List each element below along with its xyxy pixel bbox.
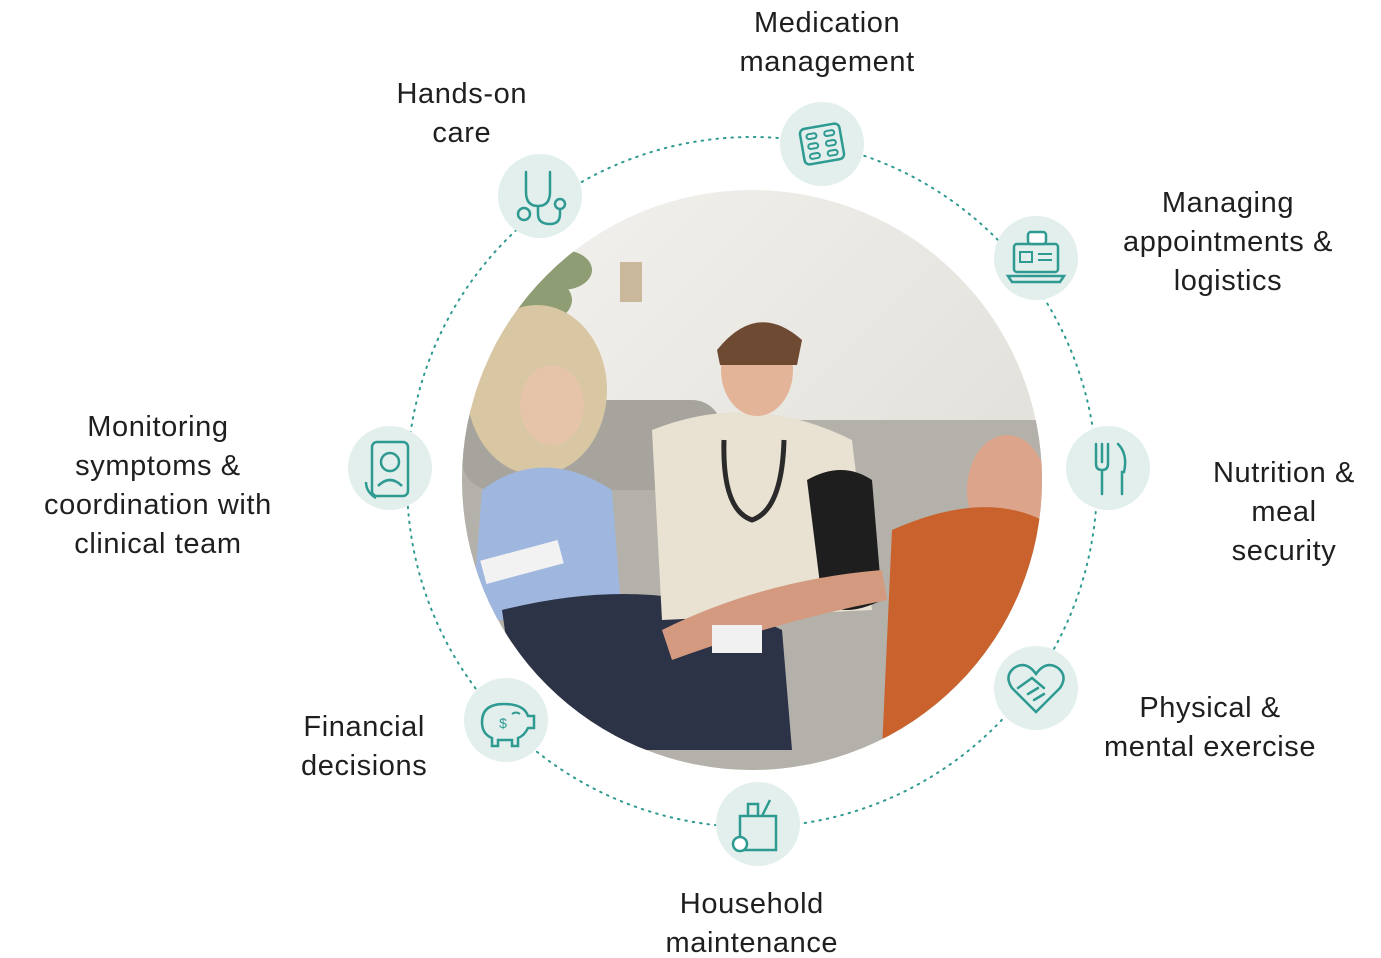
svg-text:$: $: [499, 715, 507, 731]
label-exercise: Physical & mental exercise: [1104, 689, 1316, 767]
label-line: management: [739, 46, 915, 78]
label-financial: Financial decisions: [301, 708, 427, 786]
label-nutrition: Nutrition & meal security: [1213, 454, 1355, 571]
label-line: security: [1231, 535, 1337, 567]
label-appointments: Managing appointments & logistics: [1123, 184, 1333, 301]
label-medication: Medication management: [740, 4, 915, 82]
label-line: appointments &: [1123, 226, 1333, 258]
label-handson: Hands-on care: [397, 75, 528, 153]
label-line: Physical &: [1139, 692, 1281, 724]
label-line: symptoms &: [75, 450, 241, 482]
phone-video-call-icon: [346, 424, 434, 512]
label-line: Household: [679, 888, 824, 920]
pill-pack-icon: [778, 100, 866, 188]
label-line: clinical team: [74, 528, 242, 560]
label-line: decisions: [301, 750, 428, 782]
label-line: Nutrition &: [1213, 457, 1355, 489]
label-line: coordination with: [44, 489, 272, 521]
stethoscope-icon: [496, 152, 584, 240]
grocery-bag-icon: [714, 780, 802, 868]
label-line: mental exercise: [1104, 731, 1317, 763]
label-line: Managing: [1161, 187, 1295, 219]
label-line: meal: [1251, 496, 1317, 528]
label-line: Medication: [754, 7, 901, 39]
laptop-chat-icon: [992, 214, 1080, 302]
piggy-bank-icon: $: [462, 676, 550, 764]
heart-handshake-icon: [992, 644, 1080, 732]
fork-knife-icon: [1064, 424, 1152, 512]
label-monitoring: Monitoring symptoms & coordination with cli…: [44, 408, 272, 564]
label-line: Hands-on: [396, 78, 528, 110]
label-line: care: [432, 117, 492, 149]
label-household: Household maintenance: [666, 885, 839, 958]
label-line: Financial: [303, 711, 425, 743]
label-line: maintenance: [665, 927, 839, 958]
label-line: logistics: [1173, 265, 1283, 297]
label-line: Monitoring: [87, 411, 229, 443]
